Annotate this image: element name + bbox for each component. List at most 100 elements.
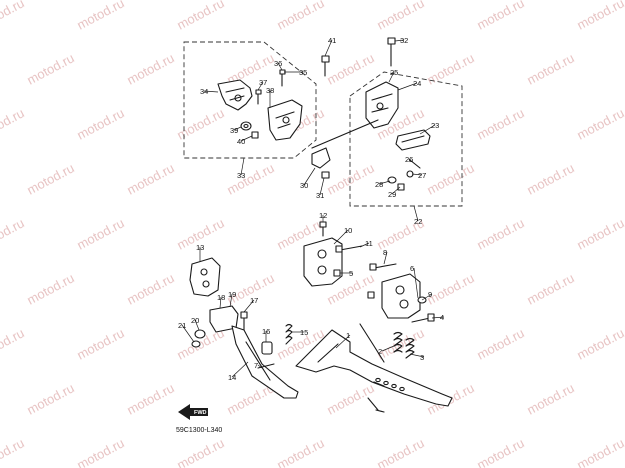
watermark-text: motod.ru — [174, 0, 226, 33]
callout-3: 3 — [420, 353, 424, 362]
leader-line-17 — [243, 299, 255, 313]
bolt-32 — [387, 37, 396, 67]
link-rod-30 — [311, 147, 331, 169]
watermark-text: motod.ru — [74, 215, 126, 252]
washer-28 — [387, 176, 397, 184]
watermark-text: motod.ru — [574, 215, 625, 252]
watermark-text: motod.ru — [474, 435, 526, 468]
bolt-31 — [321, 171, 330, 179]
center-stand-1 — [295, 323, 453, 413]
watermark-text: motod.ru — [324, 160, 376, 197]
watermark-text: motod.ru — [574, 435, 625, 468]
watermark-text: motod.ru — [74, 105, 126, 142]
callout-2: 2 — [378, 347, 382, 356]
bolt-35 — [279, 69, 286, 87]
callout-6: 6 — [410, 264, 414, 273]
leader-line-37 — [257, 81, 264, 91]
callout-32: 32 — [400, 36, 408, 45]
callout-35: 35 — [299, 68, 307, 77]
callout-39: 39 — [230, 126, 238, 135]
group-22-outline — [349, 71, 463, 207]
watermark-text: motod.ru — [374, 325, 426, 362]
center-stand-bracket-10 — [303, 237, 343, 287]
watermark-text: motod.ru — [324, 50, 376, 87]
callout-33: 33 — [237, 171, 245, 180]
callout-14: 14 — [228, 373, 236, 382]
leader-line-10 — [333, 229, 349, 245]
callout-17: 17 — [250, 296, 258, 305]
callout-7: 7 — [254, 361, 258, 370]
watermark-text: motod.ru — [524, 380, 576, 417]
callout-31: 31 — [316, 191, 324, 200]
watermark-text: motod.ru — [124, 160, 176, 197]
watermark-text: motod.ru — [374, 0, 426, 33]
watermark-text: motod.ru — [424, 50, 476, 87]
leader-line-3 — [409, 353, 425, 358]
side-stand-14 — [231, 325, 299, 399]
bolt-11 — [335, 245, 363, 253]
callout-18: 18 — [217, 293, 225, 302]
callout-30: 30 — [300, 181, 308, 190]
callout-5: 5 — [349, 269, 353, 278]
leader-line-39 — [233, 126, 242, 131]
leader-line-21 — [181, 324, 195, 343]
callout-13: 13 — [196, 243, 204, 252]
callout-25: 25 — [390, 68, 398, 77]
watermark-text: motod.ru — [524, 270, 576, 307]
watermark-text: motod.ru — [274, 0, 326, 33]
leader-line-25 — [388, 71, 395, 83]
leader-line-1 — [335, 334, 351, 349]
leader-line-33 — [240, 157, 245, 176]
leader-line-34 — [203, 90, 219, 93]
shift-linkage-rod — [311, 119, 379, 149]
callout-24: 24 — [413, 79, 421, 88]
leader-line-29 — [391, 186, 401, 195]
leader-line-7 — [257, 364, 263, 369]
watermark-text: motod.ru — [74, 435, 126, 468]
right-footrest-peg — [395, 129, 431, 151]
callout-29: 29 — [388, 190, 396, 199]
callout-15: 15 — [300, 328, 308, 337]
watermark-text: motod.ru — [374, 435, 426, 468]
watermark-text: motod.ru — [424, 160, 476, 197]
center-stand-bracket-9 — [381, 273, 421, 319]
watermark-text: motod.ru — [24, 50, 76, 87]
watermark-text: motod.ru — [174, 105, 226, 142]
callout-4: 4 — [440, 313, 444, 322]
watermark-text: motod.ru — [0, 0, 27, 33]
watermark-text: motod.ru — [24, 380, 76, 417]
leader-line-22 — [413, 205, 419, 222]
watermark-text: motod.ru — [474, 215, 526, 252]
callout-11: 11 — [365, 239, 373, 248]
callout-1: 1 — [346, 331, 350, 340]
watermark-text: motod.ru — [124, 50, 176, 87]
leader-line-20 — [194, 319, 200, 331]
leader-line-26 — [408, 158, 411, 163]
watermark-text: motod.ru — [0, 435, 27, 468]
bolt-8 — [369, 263, 397, 271]
watermark-text: motod.ru — [124, 270, 176, 307]
callout-38: 38 — [266, 86, 274, 95]
bolt-4 — [411, 313, 435, 323]
leader-line-32 — [394, 39, 405, 42]
leader-line-9 — [421, 293, 433, 301]
watermark-text: motod.ru — [474, 0, 526, 33]
callout-21: 21 — [178, 321, 186, 330]
watermark-text: motod.ru — [174, 435, 226, 468]
leader-line-41 — [324, 39, 333, 57]
side-stand-bracket-13 — [189, 257, 221, 297]
leader-line-28 — [378, 180, 391, 185]
left-footrest-bracket — [217, 79, 253, 111]
left-heel-guard — [267, 99, 303, 141]
stand-spring-3 — [405, 337, 415, 359]
leader-line-8 — [383, 251, 388, 265]
group-33-outline — [183, 41, 317, 159]
watermark-text: motod.ru — [474, 325, 526, 362]
leader-line-24 — [397, 82, 418, 91]
watermark-text: motod.ru — [224, 160, 276, 197]
watermark-text: motod.ru — [24, 270, 76, 307]
pivot-pin-16 — [261, 341, 273, 355]
